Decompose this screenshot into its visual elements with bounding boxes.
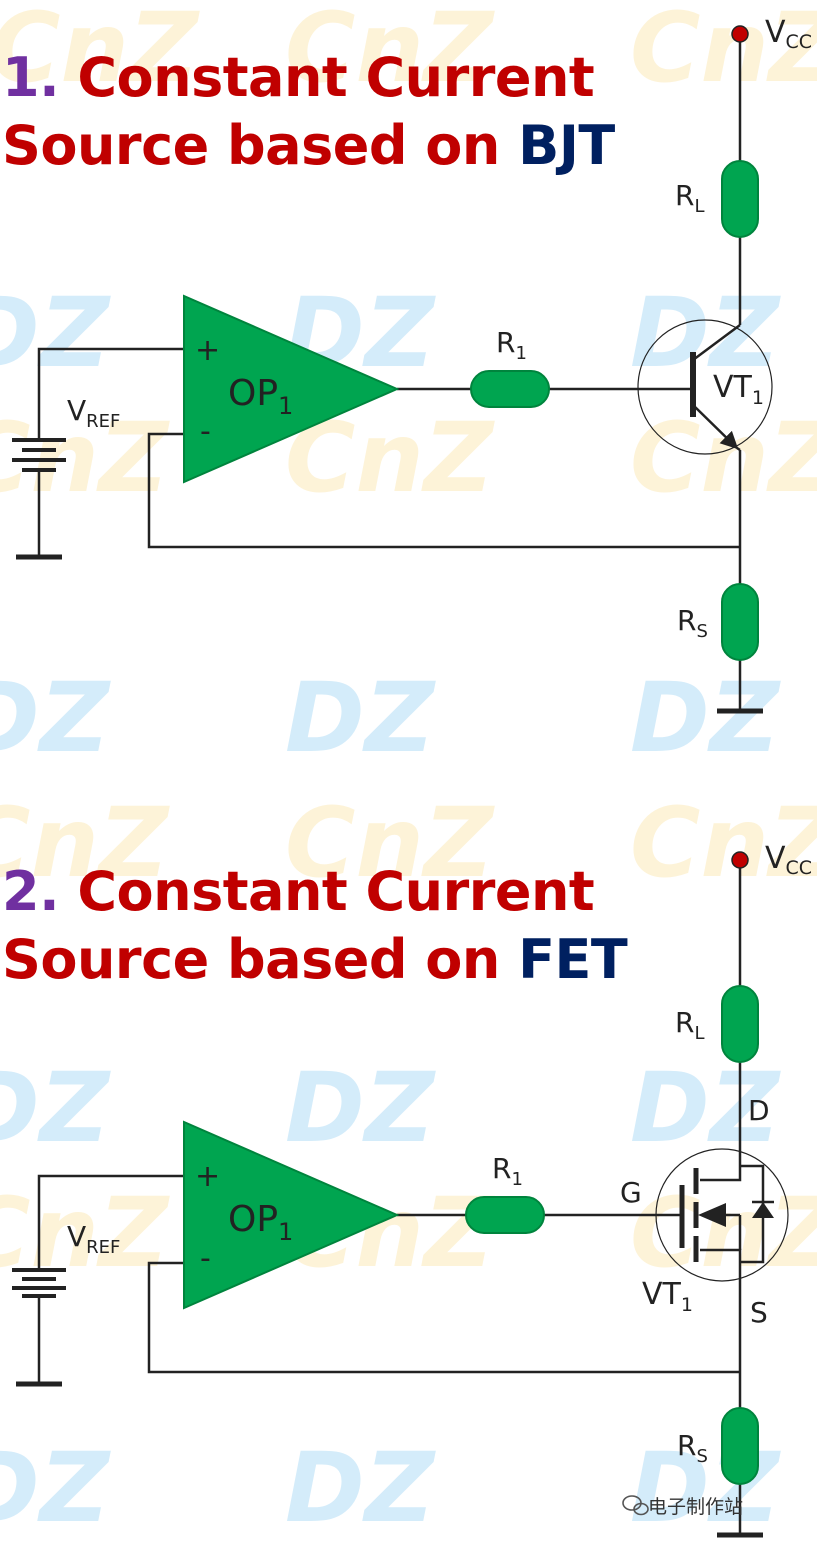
plus-label: + <box>195 333 220 368</box>
bjt-body <box>637 319 773 455</box>
section2-title-highlight: FET <box>518 928 628 991</box>
vcc-label: VCC <box>765 15 812 53</box>
watermark-dz: DZ <box>630 1052 780 1164</box>
watermark-dz: DZ <box>0 1052 110 1164</box>
fet-body <box>655 1148 789 1282</box>
gate-label: G <box>620 1176 642 1209</box>
op-label: OP1 <box>228 373 293 420</box>
vref-label: VREF <box>67 394 120 432</box>
watermark-cnz: CnZ <box>285 0 494 104</box>
fet-source-lead <box>700 1248 742 1372</box>
watermark-cnz: CnZ <box>285 787 494 899</box>
r1-label: R1 <box>492 1152 523 1190</box>
fet-body-diode <box>752 1202 774 1218</box>
bjt-collector-lead <box>692 323 741 362</box>
op-amp <box>183 294 400 484</box>
fet-circuit <box>37 860 765 1535</box>
battery-vref <box>12 438 66 472</box>
watermark-cnz: CnZ <box>630 787 817 899</box>
battery-vref <box>12 1268 66 1298</box>
section2-title-number: 2. <box>2 860 60 923</box>
resistor-r1 <box>465 1196 545 1234</box>
rl-label: RL <box>675 1006 705 1044</box>
fet-arrow <box>698 1203 726 1227</box>
credit-text: 电子制作站 <box>648 1496 744 1518</box>
rl-label: RL <box>675 179 705 217</box>
resistor-rl <box>721 160 759 238</box>
watermark-cnz: CnZ <box>0 1177 169 1289</box>
bjt-circuit <box>37 34 742 711</box>
wire-emitter-node <box>736 446 741 452</box>
watermark-cnz: CnZ <box>630 0 817 104</box>
watermark-dz: DZ <box>285 662 435 774</box>
watermark-cnz: CnZ <box>0 787 169 899</box>
watermark-dz: DZ <box>630 662 780 774</box>
watermark-dz: DZ <box>0 662 110 774</box>
section2-title-line1: Constant Current <box>59 860 595 923</box>
fet-drain-lead <box>700 1170 742 1182</box>
watermark-dz: DZ <box>285 1432 435 1541</box>
vcc-terminal <box>731 25 749 43</box>
watermark-dz: DZ <box>0 1432 110 1541</box>
section2-title: 2. Constant Current Source based on FET <box>2 858 628 994</box>
section1-title-highlight: BJT <box>518 114 615 177</box>
watermark-cnz: CnZ <box>0 0 199 104</box>
watermark-dz: DZ <box>285 1052 435 1164</box>
section1-title-line1: Constant Current <box>59 46 595 109</box>
resistor-rs <box>721 1407 759 1485</box>
chat-bubble-icon <box>622 1495 649 1516</box>
wire-feedback <box>147 432 740 549</box>
vt-label: VT1 <box>642 1277 693 1316</box>
bjt-emitter-lead <box>692 404 739 450</box>
section1-title-number: 1. <box>2 46 60 109</box>
rs-label: RS <box>677 1429 708 1467</box>
rs-label: RS <box>677 604 708 642</box>
plus-label: + <box>195 1159 220 1194</box>
source-label: S <box>750 1296 768 1329</box>
watermark-cnz: CnZ <box>285 402 494 514</box>
vref-label: VREF <box>67 1220 120 1258</box>
section1-title: 1. Constant Current Source based on BJT <box>2 44 615 180</box>
section2-title-line2: Source based on <box>2 928 519 991</box>
r1-label: R1 <box>496 326 527 364</box>
vt-label: VT1 <box>713 370 764 409</box>
watermark-dz: DZ <box>630 277 780 389</box>
resistor-r1 <box>470 370 550 408</box>
watermark-cnz: CnZ <box>630 402 817 514</box>
op-label: OP1 <box>228 1199 293 1246</box>
wire-vref-plus <box>37 347 184 440</box>
vcc-label: VCC <box>765 841 812 879</box>
drain-label: D <box>748 1094 770 1127</box>
section1-title-line2: Source based on <box>2 114 519 177</box>
minus-label: - <box>200 414 211 449</box>
resistor-rl <box>721 985 759 1063</box>
op-amp <box>183 1120 400 1310</box>
wire-feedback <box>147 1261 740 1374</box>
watermark-dz: DZ <box>0 277 110 389</box>
minus-label: - <box>200 1241 211 1276</box>
resistor-rs <box>721 583 759 661</box>
wire-vref-plus <box>37 1174 184 1270</box>
vcc-terminal <box>731 851 749 869</box>
